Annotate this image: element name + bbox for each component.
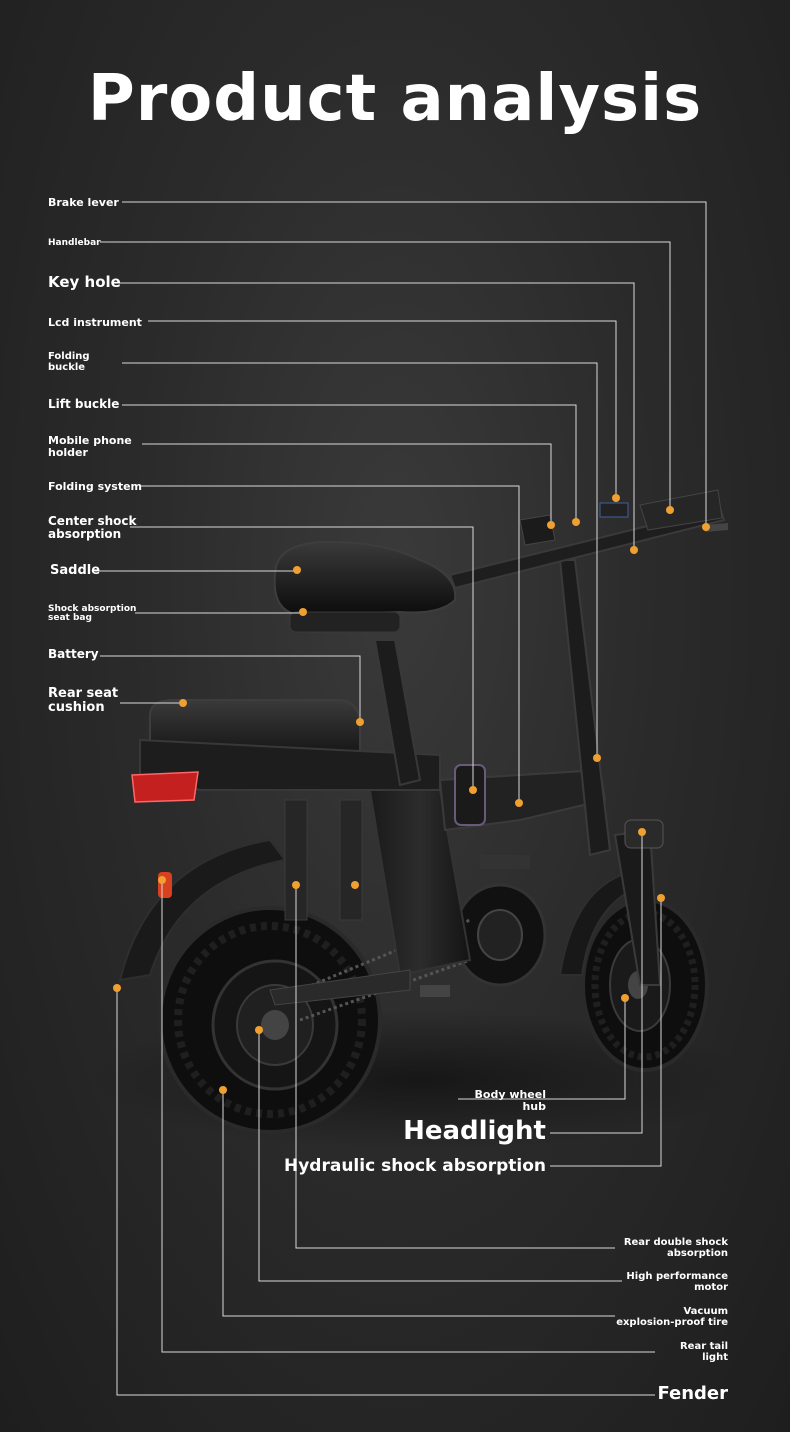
marker-dots [113, 494, 710, 1094]
rear-fender [118, 838, 287, 982]
label-motor: High performance motor [560, 1271, 728, 1293]
label-seat-bag-line1: Shock absorption [48, 604, 137, 614]
marker-tire [219, 1086, 227, 1094]
label-lcd-instrument: Lcd instrument [48, 316, 142, 329]
brake-lever-shape [705, 523, 728, 532]
label-center-shock: Center shock absorption [48, 515, 136, 540]
lcd [599, 502, 629, 518]
label-handlebar: Handlebar [48, 238, 101, 248]
label-seat-bag-line2: seat bag [48, 613, 92, 624]
label-rear-seat-line1: Rear seat [48, 686, 119, 701]
marker-phone-holder [547, 521, 555, 529]
seat-post [373, 639, 422, 787]
marker-brake-lever [702, 523, 710, 531]
label-body-wheel-hub: Body wheel hub [440, 1088, 547, 1113]
label-key-hole: Key hole [48, 273, 121, 291]
label-lift-buckle: Lift buckle [48, 397, 120, 411]
marker-center-shock [469, 786, 477, 794]
marker-motor [255, 1026, 263, 1034]
label-center-shock-line1: Center shock [48, 514, 137, 528]
marker-rear-seat [179, 699, 187, 707]
rear-wheel [158, 906, 382, 1134]
label-battery: Battery [48, 647, 99, 661]
label-rear-double-shock-line1: Rear double shock [623, 1237, 728, 1248]
label-tail-light-line2: light [702, 1351, 728, 1363]
label-rear-double-shock: Rear double shock absorption [560, 1237, 728, 1259]
label-body-wheel-hub-line1: Body wheel [474, 1088, 547, 1101]
marker-wheel-hub [621, 994, 629, 1002]
label-fender: Fender [657, 1383, 728, 1404]
marker-folding-system [515, 799, 523, 807]
swing-arm [269, 969, 411, 1006]
marker-saddle [293, 566, 301, 574]
phone-holder-shape [519, 514, 556, 546]
label-brake-lever: Brake lever [48, 196, 119, 209]
label-headlight: Headlight [403, 1116, 546, 1146]
grip-right [639, 489, 723, 531]
label-center-shock-line2: absorption [48, 526, 122, 541]
label-rear-seat-line2: cushion [48, 699, 105, 715]
label-phone-holder-line2: holder [48, 445, 88, 459]
marker-battery [356, 718, 364, 726]
label-phone-holder-line1: Mobile phone [48, 434, 132, 447]
label-phone-holder: Mobile phone holder [48, 435, 132, 458]
label-tire: Vacuum explosion-proof tire [560, 1306, 728, 1328]
marker-folding-buckle [593, 754, 601, 762]
marker-rear-shock-2 [351, 881, 359, 889]
label-body-wheel-hub-line2: hub [522, 1099, 546, 1113]
seat-bag [289, 611, 401, 633]
marker-headlight [638, 828, 646, 836]
head-tube [558, 559, 612, 857]
label-folding-buckle-line1: Folding [48, 351, 90, 362]
label-motor-line1: High performance [626, 1271, 728, 1282]
label-tail-light-line1: Rear tail [679, 1341, 728, 1352]
leader-lines [95, 201, 707, 1396]
saddle [273, 540, 457, 617]
label-folding-system: Folding system [48, 480, 143, 493]
marker-lcd [612, 494, 620, 502]
label-tire-line1: Vacuum [683, 1306, 728, 1317]
page-title: Product analysis [87, 62, 703, 136]
marker-hydraulic [657, 894, 665, 902]
marker-key-hole [630, 546, 638, 554]
label-seat-bag: Shock absorption seat bag [48, 604, 137, 624]
label-rear-seat: Rear seat cushion [48, 687, 118, 714]
tail-light [131, 771, 199, 803]
label-hydraulic-shock: Hydraulic shock absorption [283, 1156, 546, 1176]
rear-frame [139, 738, 441, 791]
marker-lift-buckle [572, 518, 580, 526]
label-folding-buckle-line2: buckle [48, 361, 86, 373]
label-saddle: Saddle [50, 563, 101, 578]
marker-rear-shock [292, 881, 300, 889]
label-motor-line2: motor [694, 1281, 728, 1293]
label-folding-buckle: Folding buckle [48, 351, 90, 373]
marker-tail-light [158, 876, 166, 884]
label-tail-light: Rear tail light [560, 1341, 728, 1363]
label-rear-double-shock-line2: absorption [666, 1247, 728, 1259]
marker-seat-bag [299, 608, 307, 616]
marker-fender [113, 984, 121, 992]
marker-handlebar [666, 506, 674, 514]
rear-shocks [284, 799, 363, 921]
label-tire-line2: explosion-proof tire [616, 1316, 728, 1328]
side-reflector [158, 872, 172, 898]
